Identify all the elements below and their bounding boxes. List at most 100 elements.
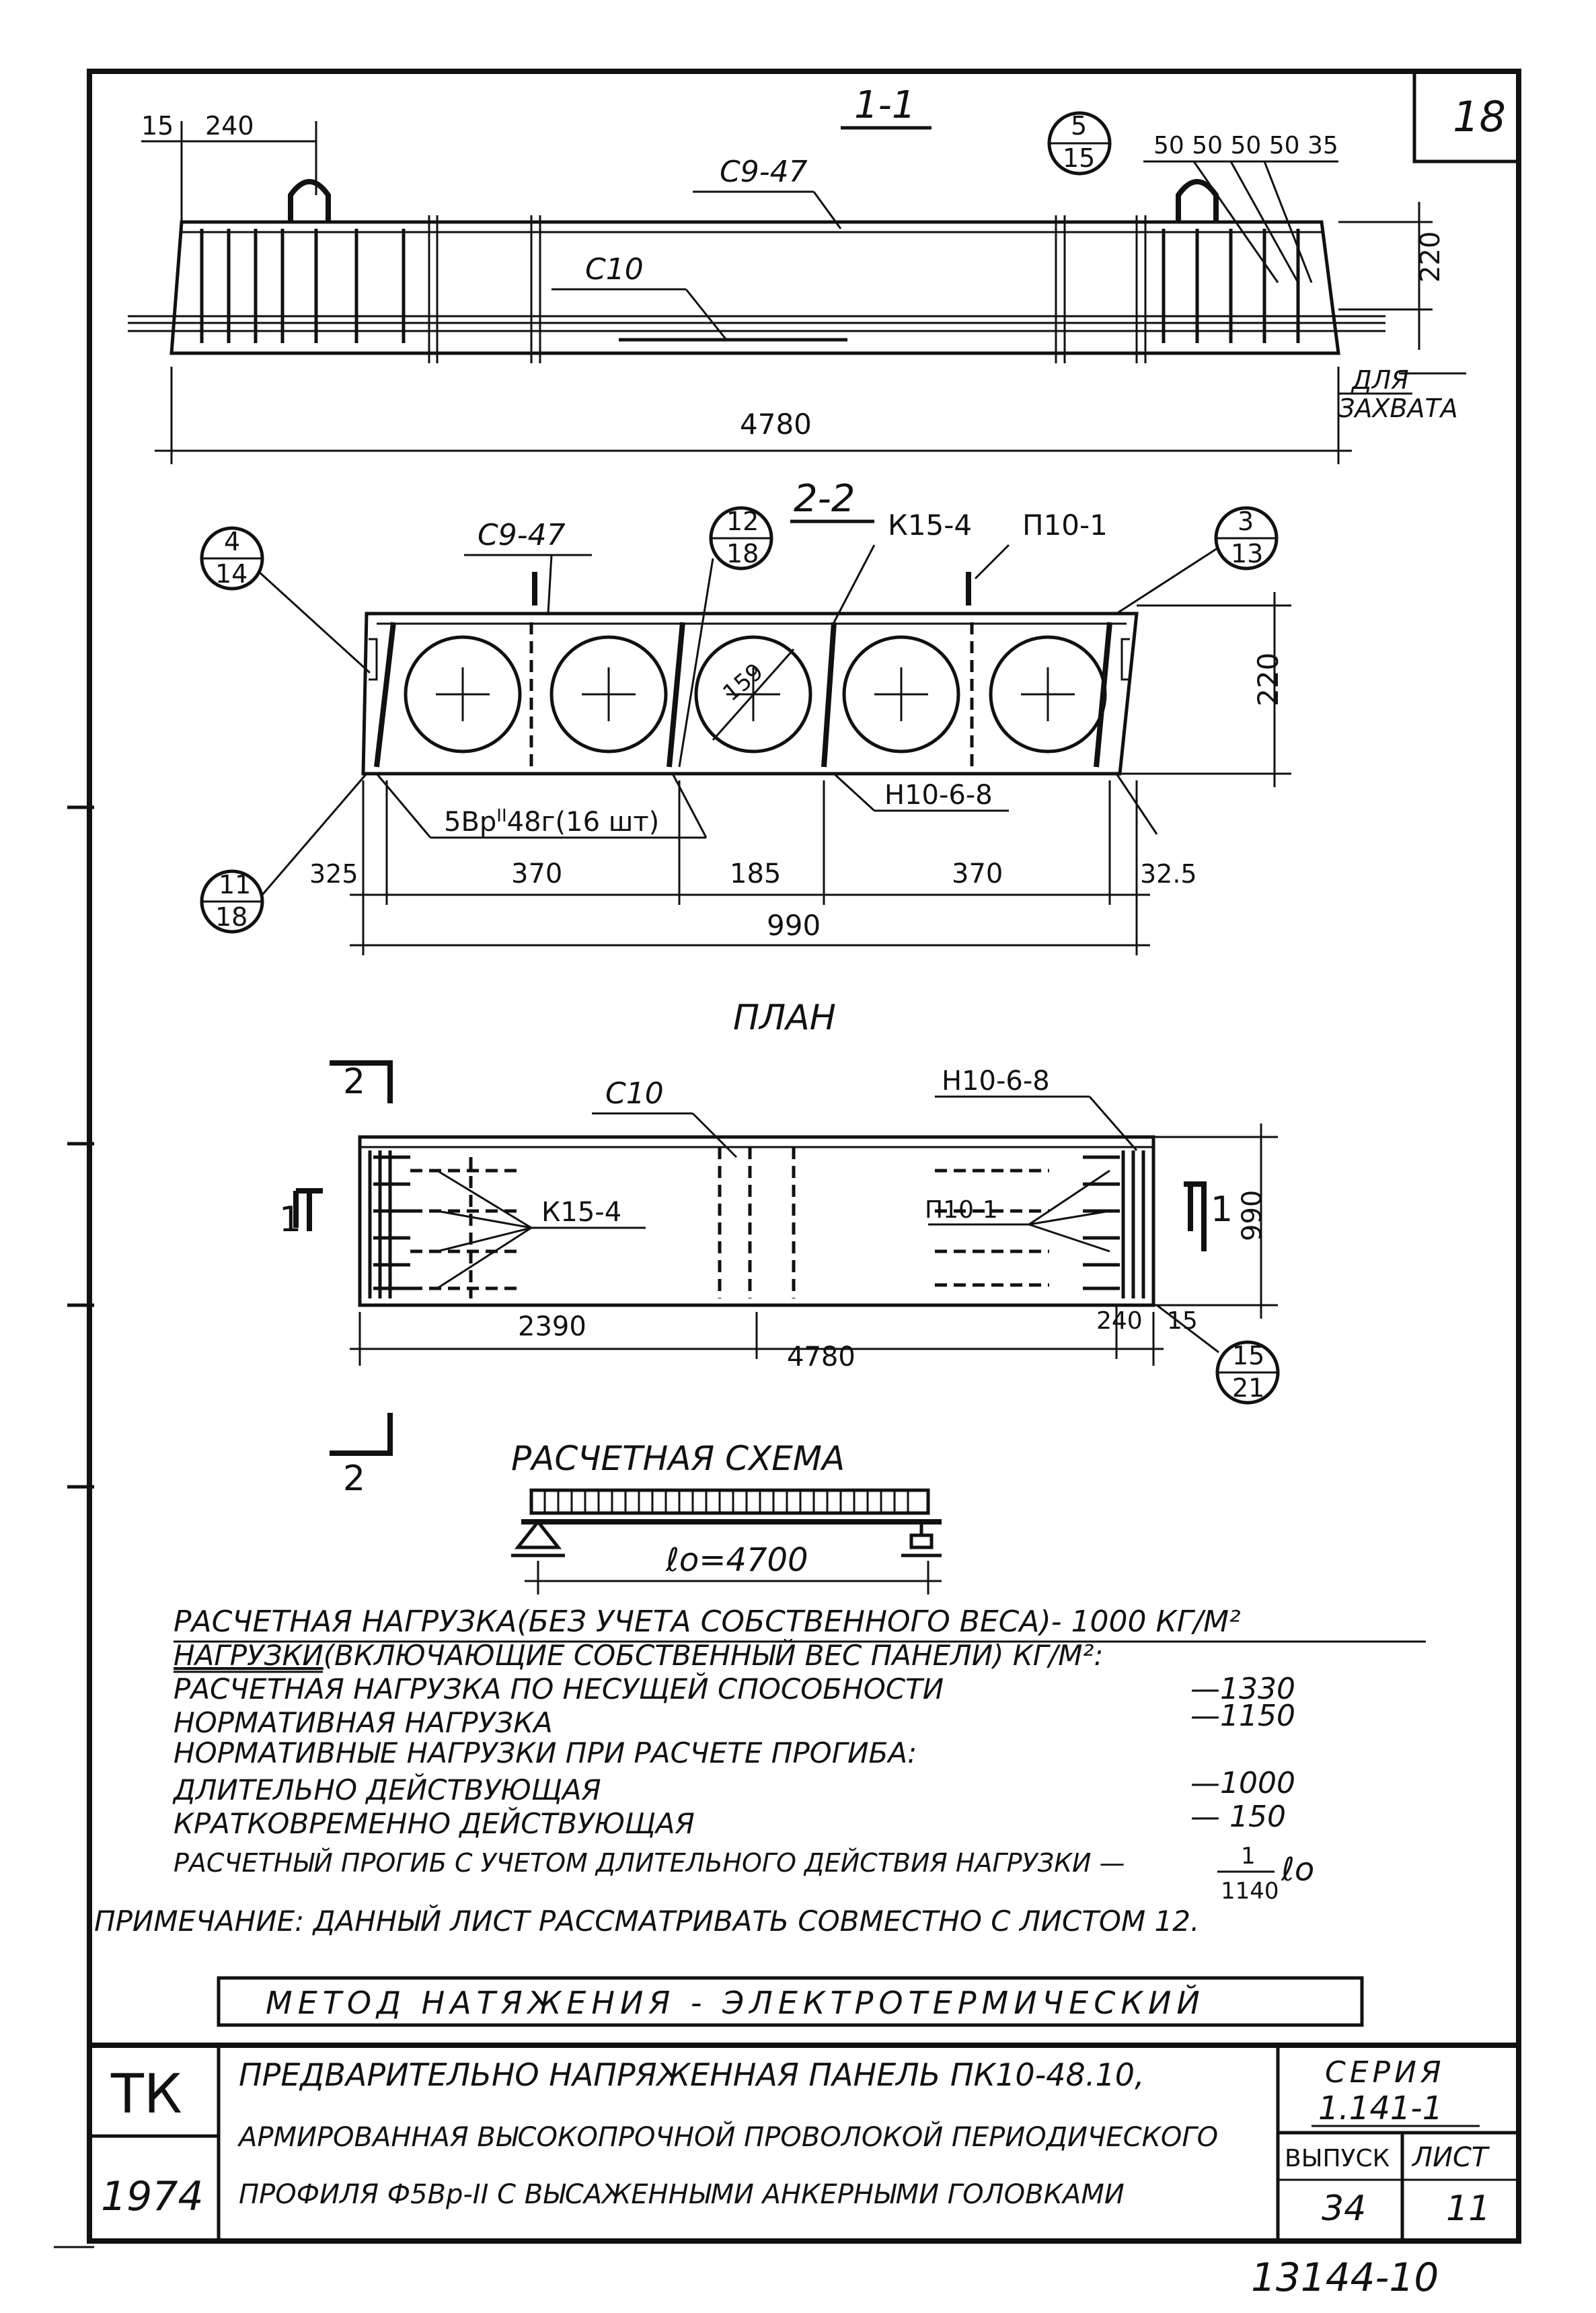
plan-c10-label: С10 — [605, 1076, 664, 1111]
svg-text:21: 21 — [1232, 1373, 1264, 1403]
dim-325: 325 — [309, 859, 358, 889]
loads-heading-line: НАГРУЗКИ(ВКЛЮЧАЮЩИЕ СОБСТВЕННЫЙ ВЕС ПАНЕ… — [174, 1638, 1103, 1672]
load-row-5: КРАТКОВРЕМЕННО ДЕЙСТВУЮЩАЯ — [174, 1806, 695, 1840]
issue-label: ВЫПУСК — [1285, 2145, 1390, 2172]
scheme-title: РАСЧЕТНАЯ СХЕМА — [511, 1439, 845, 1478]
svg-text:11: 11 — [219, 870, 251, 900]
deflection-den: 1140 — [1221, 1878, 1279, 1905]
svg-text:18: 18 — [726, 539, 759, 568]
load-row-1: РАСЧЕТНАЯ НАГРУЗКА ПО НЕСУЩЕЙ СПОСОБНОСТ… — [174, 1672, 944, 1705]
section-2-2-title: 2-2 — [794, 477, 855, 521]
plan-dim-2390: 2390 — [518, 1311, 586, 1342]
method-text: МЕТОД НАТЯЖЕНИЯ - ЭЛЕКТРОТЕРМИЧЕСКИЙ — [266, 1985, 1205, 2021]
stamp-number: 13144-10 — [1251, 2254, 1439, 2300]
sheet-value: 11 — [1446, 2189, 1490, 2229]
plan-title: ПЛАН — [733, 998, 836, 1038]
n10-6-8-label: Н10-6-8 — [884, 780, 993, 811]
svg-text:3: 3 — [1238, 507, 1254, 536]
plan-dim-4780: 4780 — [787, 1342, 856, 1372]
voids — [404, 635, 1107, 754]
callout-11-18: 11 18 — [200, 773, 368, 934]
plan-n10-label: Н10-6-8 — [942, 1066, 1050, 1097]
plan-p10-label: П10-1 — [925, 1196, 998, 1224]
load-row-2: НОРМАТИВНАЯ НАГРУЗКА — [174, 1706, 553, 1739]
callout-3-13: 3 13 — [1116, 506, 1279, 615]
load-row-3: НОРМАТИВНЫЕ НАГРУЗКИ ПРИ РАСЧЕТЕ ПРОГИБА… — [174, 1736, 917, 1769]
deflection-num: 1 — [1241, 1843, 1256, 1870]
p10-1-label: П10-1 — [1022, 509, 1108, 542]
deflection-tail: ℓo — [1281, 1851, 1314, 1888]
height-220-section: 220 — [1252, 653, 1285, 706]
wire-label: 5ВрII48г(16 шт) — [444, 806, 659, 838]
dim-32-5: 32.5 — [1140, 859, 1197, 889]
note-line: ПРИМЕЧАНИЕ: ДАННЫЙ ЛИСТ РАССМАТРИВАТЬ СО… — [94, 1904, 1199, 1938]
dim-chain-right: 50 50 50 50 35 — [1153, 132, 1338, 159]
section-2-2: 2-2 159 — [200, 477, 1291, 955]
load-row-2-value: —1150 — [1190, 1699, 1295, 1733]
cut-2-bottom: 2 — [343, 1459, 365, 1499]
corner-number-box — [1412, 71, 1519, 163]
svg-text:13: 13 — [1231, 539, 1263, 568]
year: 1974 — [101, 2173, 204, 2220]
design-scheme: РАСЧЕТНАЯ СХЕМА ℓo=4700 — [511, 1439, 942, 1594]
svg-text:12: 12 — [726, 507, 759, 536]
title-block: ТК 1974 ПРЕДВАРИТЕЛЬНО НАПРЯЖЕННАЯ ПАНЕЛ… — [89, 2043, 1519, 2241]
sheet-frame — [87, 69, 1521, 2244]
panel-side-outline — [169, 220, 1340, 355]
cut-1-right: 1 — [1211, 1189, 1233, 1230]
dim-240: 240 — [205, 111, 254, 141]
corner-number: 18 — [1453, 92, 1506, 141]
title-line-2: АРМИРОВАННАЯ ВЫСОКОПРОЧНОЙ ПРОВОЛОКОЙ ПЕ… — [237, 2121, 1218, 2153]
grip-note-2: ЗАХВАТА — [1338, 394, 1458, 423]
lifting-loop-right — [1176, 179, 1219, 222]
series-label: СЕРИЯ — [1325, 2055, 1445, 2090]
load-row-5-value: — 150 — [1190, 1800, 1286, 1834]
k15-4-label: К15-4 — [888, 509, 972, 542]
length-4780: 4780 — [740, 408, 812, 441]
svg-text:4: 4 — [224, 527, 240, 556]
title-line-3: ПРОФИЛЯ Ф5Вр-II С ВЫСАЖЕННЫМИ АНКЕРНЫМИ … — [239, 2179, 1125, 2210]
svg-text:15: 15 — [1063, 143, 1095, 173]
hole-159: 159 — [718, 658, 768, 706]
dim-370-b: 370 — [952, 858, 1003, 889]
svg-text:14: 14 — [215, 559, 248, 589]
support-pin — [511, 1518, 565, 1557]
load-row-1-value: —1330 — [1190, 1672, 1295, 1706]
callout-15-21: 15 21 — [1156, 1304, 1280, 1405]
margin-ticks — [67, 805, 94, 1489]
span-lo: ℓo=4700 — [665, 1541, 808, 1579]
issue-value: 34 — [1322, 2189, 1366, 2229]
svg-text:18: 18 — [215, 902, 248, 932]
grip-note-1: ДЛЯ — [1351, 365, 1409, 395]
support-roller — [901, 1522, 942, 1557]
title-line-1: ПРЕДВАРИТЕЛЬНО НАПРЯЖЕННАЯ ПАНЕЛЬ ПК10-4… — [239, 2057, 1145, 2093]
org-mark: ТК — [110, 2063, 182, 2125]
series-value: 1.141-1 — [1318, 2090, 1443, 2127]
design-load-line: РАСЧЕТНАЯ НАГРУЗКА(БЕЗ УЧЕТА СОБСТВЕННОГ… — [174, 1605, 1241, 1639]
dim-185: 185 — [730, 858, 781, 889]
load-row-4-value: —1000 — [1190, 1766, 1295, 1800]
callout-5-15: 5 15 — [1047, 111, 1112, 176]
dim-15: 15 — [141, 111, 174, 141]
svg-text:15: 15 — [1232, 1341, 1264, 1370]
dim-370-a: 370 — [511, 858, 562, 889]
width-990: 990 — [767, 909, 821, 942]
plan-outline — [358, 1135, 1155, 1307]
svg-text:5: 5 — [1071, 111, 1087, 141]
sheet-label: ЛИСТ — [1411, 2142, 1490, 2173]
c9-47-label-2: С9-47 — [478, 518, 566, 552]
section-1-1-title: 1-1 — [854, 83, 915, 127]
cut-2-top: 2 — [343, 1062, 365, 1102]
plan-k15-label: К15-4 — [541, 1197, 621, 1228]
section-1-1: 1-1 С9 — [128, 83, 1466, 464]
deflection-line: РАСЧЕТНЫЙ ПРОГИБ С УЧЕТОМ ДЛИТЕЛЬНОГО ДЕ… — [174, 1848, 1125, 1878]
bar-c9-47-label: С9-47 — [720, 155, 808, 189]
height-220-side: 220 — [1415, 231, 1446, 283]
method-box — [217, 1976, 1364, 2027]
plan-dim-15: 15 — [1167, 1307, 1198, 1335]
loads-block: РАСЧЕТНАЯ НАГРУЗКА(БЕЗ УЧЕТА СОБСТВЕННОГ… — [94, 1605, 1426, 1938]
callout-4-14: 4 14 — [200, 526, 371, 674]
plan-dim-240: 240 — [1096, 1307, 1143, 1335]
lifting-loop-left — [288, 179, 331, 222]
bar-c10-label: С10 — [585, 252, 644, 287]
